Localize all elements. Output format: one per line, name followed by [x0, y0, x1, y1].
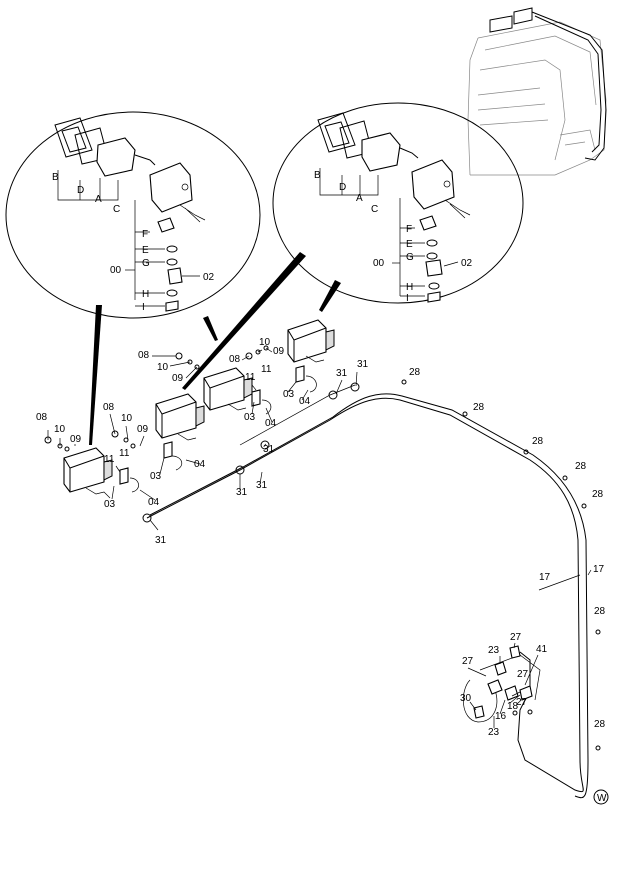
label-00-right: 00: [373, 258, 385, 269]
label-11: 11: [119, 448, 130, 459]
cab-outline: [467, 7, 607, 176]
label-D-right: D: [339, 182, 346, 193]
corner-mark: W: [593, 789, 609, 805]
label-02-right: 02: [461, 258, 473, 269]
label-C-left: C: [113, 204, 120, 215]
label-E-left: E: [142, 245, 149, 256]
detail-bubble-right: [272, 102, 524, 304]
work-lamp-2: [155, 393, 205, 471]
label-08: 08: [229, 354, 241, 365]
label-H-left: H: [142, 289, 149, 300]
label-C-right: C: [371, 204, 378, 215]
label-27: 27: [517, 669, 529, 680]
label-03: 03: [104, 499, 116, 510]
label-11: 11: [245, 372, 256, 383]
label-28: 28: [592, 489, 604, 500]
label-27: 27: [516, 697, 528, 708]
label-04: 04: [194, 459, 206, 470]
leader-wedges: [89, 252, 341, 445]
label-G-left: G: [142, 258, 150, 269]
hardware-bits: [44, 345, 601, 751]
label-09: 09: [273, 346, 285, 357]
label-27: 27: [462, 656, 474, 667]
label-10: 10: [54, 424, 66, 435]
label-04: 04: [148, 497, 160, 508]
label-08: 08: [36, 412, 48, 423]
label-28: 28: [409, 367, 421, 378]
label-27: 27: [510, 632, 522, 643]
label-09: 09: [172, 373, 184, 384]
label-B-right: B: [314, 170, 321, 181]
label-E-right: E: [406, 239, 413, 250]
label-23: 23: [488, 645, 500, 656]
label-41: 41: [536, 644, 548, 655]
label-08: 08: [103, 402, 115, 413]
label-H-right: H: [406, 282, 413, 293]
label-18: 18: [507, 701, 519, 712]
label-03: 03: [244, 412, 256, 423]
label-02-left: 02: [203, 272, 215, 283]
label-04: 04: [299, 396, 311, 407]
label-11: 11: [261, 364, 272, 375]
label-I-right: I: [406, 293, 409, 304]
label-09: 09: [137, 424, 149, 435]
label-10: 10: [121, 413, 133, 424]
label-31: 31: [155, 535, 167, 546]
label-28: 28: [594, 606, 606, 617]
leader-lines: [47, 347, 592, 728]
label-A-right: A: [356, 193, 363, 204]
work-lamp-1: [63, 447, 139, 499]
label-00-left: 00: [110, 265, 122, 276]
label-F-left: F: [142, 229, 148, 240]
label-10: 10: [259, 337, 271, 348]
label-17: 17: [539, 572, 551, 583]
label-A-left: A: [95, 194, 102, 205]
wiring-harness: [142, 382, 589, 799]
label-G-right: G: [406, 252, 414, 263]
label-31: 31: [357, 359, 369, 370]
label-D-left: D: [77, 185, 84, 196]
callout-labels: 08 10 09 11 03 04 08 10 09 11 03 04 08 1…: [36, 337, 606, 738]
label-03: 03: [150, 471, 162, 482]
label-31: 31: [336, 368, 348, 379]
detail-bubble-left: [5, 111, 261, 319]
label-10: 10: [157, 362, 169, 373]
label-09: 09: [70, 434, 82, 445]
label-31: 31: [236, 487, 248, 498]
label-31: 31: [256, 480, 268, 491]
label-08: 08: [138, 350, 150, 361]
label-23: 23: [488, 727, 500, 738]
label-17: 17: [593, 564, 605, 575]
label-I-left: I: [142, 302, 145, 313]
work-lamp-3: [203, 367, 272, 415]
label-03: 03: [283, 389, 295, 400]
label-28: 28: [473, 402, 485, 413]
label-28: 28: [575, 461, 587, 472]
label-16: 16: [495, 711, 507, 722]
label-11: 11: [104, 454, 115, 465]
label-31: 31: [263, 444, 275, 455]
corner-mark-letter: W: [597, 793, 607, 804]
label-04: 04: [265, 418, 277, 429]
label-30: 30: [460, 693, 472, 704]
work-lamp-4: [287, 319, 335, 393]
label-B-left: B: [52, 172, 59, 183]
label-F-right: F: [406, 224, 412, 235]
label-28: 28: [532, 436, 544, 447]
label-28: 28: [594, 719, 606, 730]
